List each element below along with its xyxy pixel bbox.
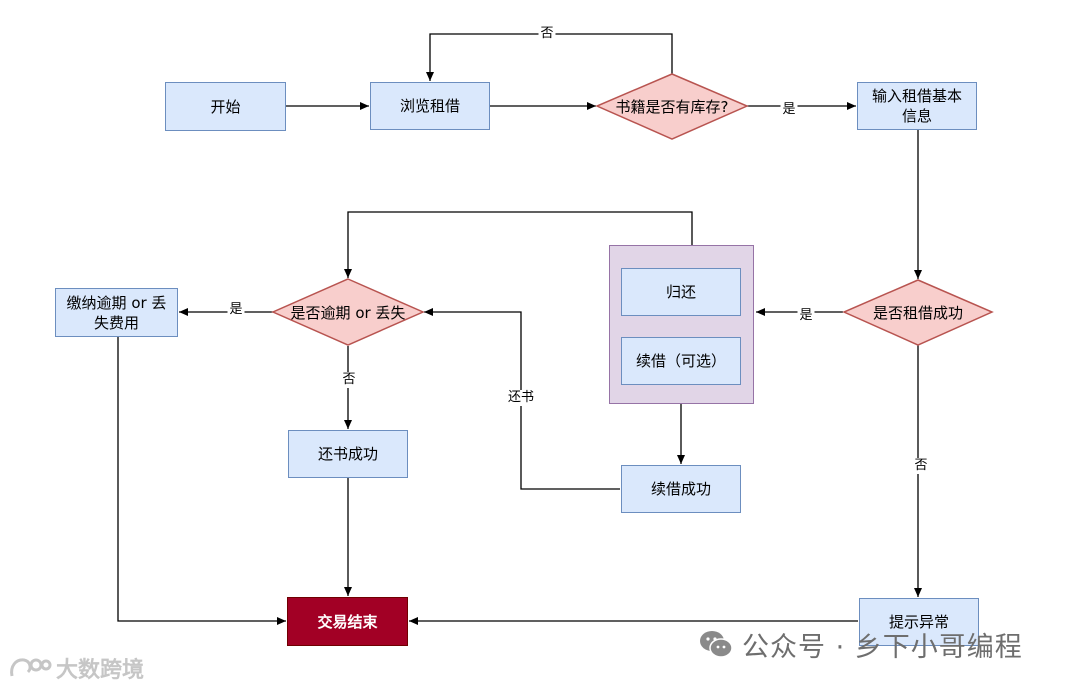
input-info-node[interactable]: 输入租借基本信息 <box>857 82 977 130</box>
edge-label-stock-no: 否 <box>538 26 556 42</box>
end-node[interactable]: 交易结束 <box>287 597 408 646</box>
edge-label-rent-no: 否 <box>912 458 930 474</box>
input-info-label: 输入租借基本信息 <box>871 87 962 125</box>
wechat-account-text: 公众号 · 乡下小哥编程 <box>742 631 1023 663</box>
show-error-label: 提示异常 <box>888 613 949 631</box>
rent-success-check-label: 是否租借成功 <box>872 303 963 322</box>
stock-check-label: 书籍是否有库存? <box>615 97 729 116</box>
edge-label-stock-yes: 是 <box>780 102 798 118</box>
renew-success-label: 续借成功 <box>650 480 711 498</box>
edge-label-overdue-yes: 是 <box>227 302 245 318</box>
return-success-label: 还书成功 <box>317 445 378 463</box>
edge-label-overdue-no: 否 <box>340 372 358 388</box>
start-node[interactable]: 开始 <box>165 82 286 131</box>
return-success-node[interactable]: 还书成功 <box>288 430 408 478</box>
browse-label: 浏览租借 <box>399 97 460 115</box>
site-logo-icon <box>10 658 52 677</box>
renew-optional-node[interactable]: 续借（可选） <box>621 337 741 385</box>
return-node[interactable]: 归还 <box>621 268 741 316</box>
return-label: 归还 <box>665 283 696 301</box>
edge-label-rent-yes: 是 <box>797 308 815 324</box>
site-watermark-text: 大数跨境 <box>56 658 145 683</box>
rent-success-check-diamond <box>842 279 994 346</box>
overdue-check-label: 是否逾期 or 丢失 <box>290 303 406 322</box>
show-error-node[interactable]: 提示异常 <box>859 598 979 646</box>
site-watermark: 大数跨境 <box>8 654 145 683</box>
overdue-check-diamond <box>271 278 425 346</box>
edge-pay-to-end <box>117 337 286 625</box>
end-label: 交易结束 <box>317 612 378 631</box>
edge-group-to-overdue-check <box>344 211 693 278</box>
pay-fee-node[interactable]: 缴纳逾期 or 丢失费用 <box>55 288 178 337</box>
wechat-icon <box>700 631 733 658</box>
pay-fee-label: 缴纳逾期 or 丢失费用 <box>66 293 167 332</box>
renew-optional-label: 续借（可选） <box>635 352 726 370</box>
stock-check-diamond <box>595 73 749 140</box>
start-label: 开始 <box>210 97 241 116</box>
browse-node[interactable]: 浏览租借 <box>370 82 490 130</box>
edge-label-return-book: 还书 <box>505 390 537 406</box>
renew-success-node[interactable]: 续借成功 <box>621 465 741 513</box>
wechat-watermark: 公众号 · 乡下小哥编程 <box>698 624 1023 664</box>
